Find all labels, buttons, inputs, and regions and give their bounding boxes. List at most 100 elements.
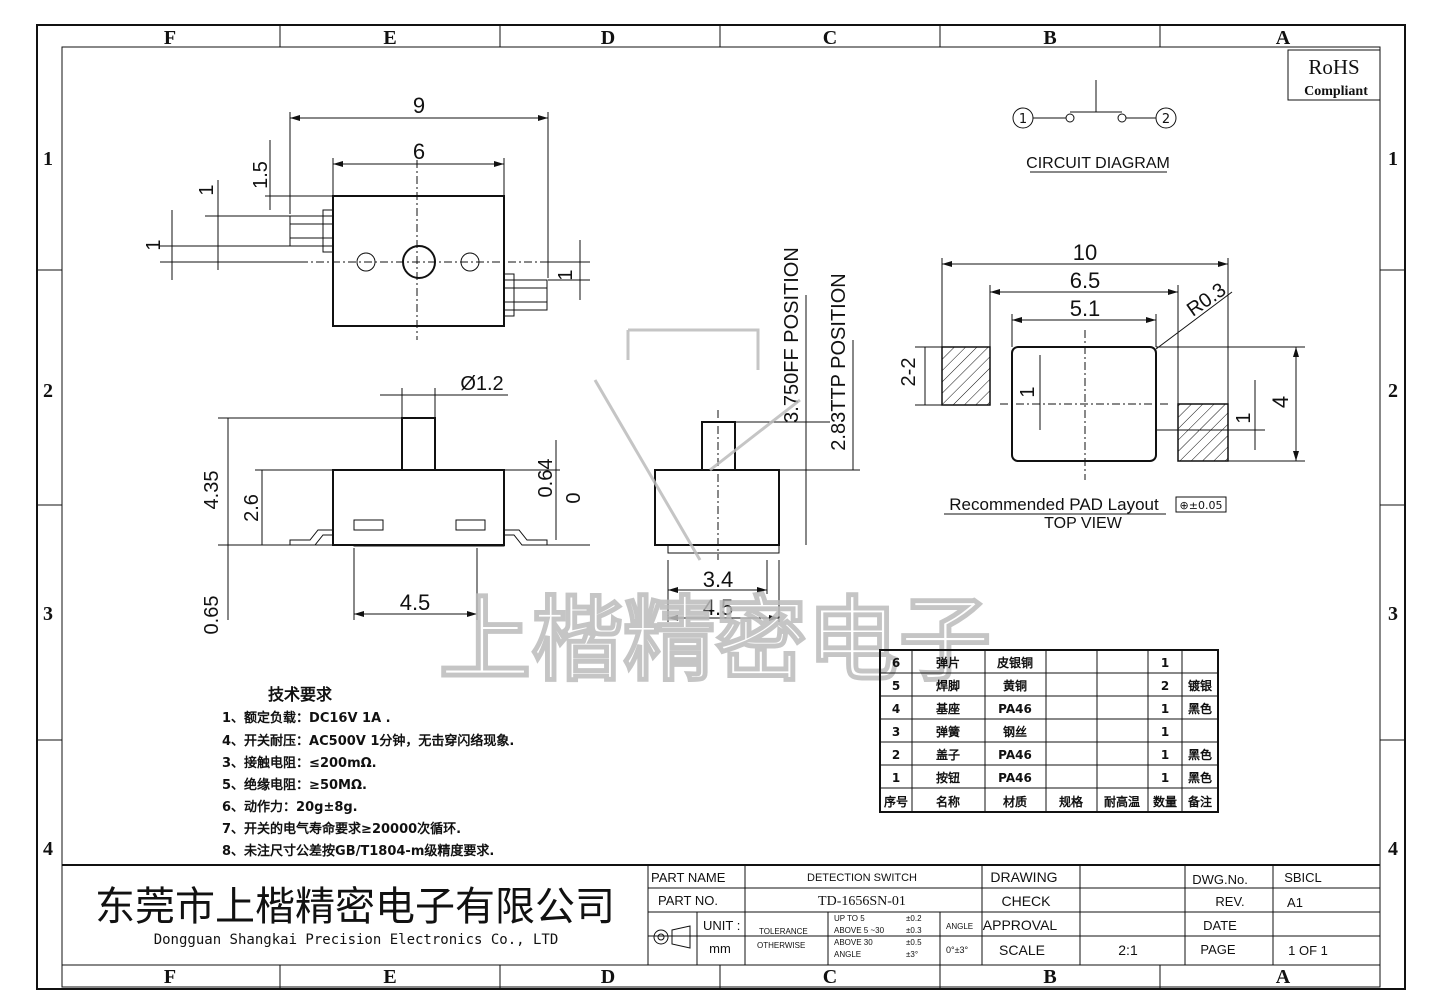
bom-cell: 1 — [1161, 748, 1169, 762]
bom-cell: 5 — [892, 679, 900, 693]
bom-cell: 焊脚 — [936, 678, 960, 693]
part-name-value: DETECTION SWITCH — [807, 872, 917, 884]
row-label-right: 3 — [1388, 603, 1398, 625]
scale-value: 2:1 — [1118, 942, 1138, 958]
bom-cell: 3 — [892, 725, 900, 739]
circuit-diagram: 1 2 CIRCUIT DIAGRAM — [1012, 80, 1177, 173]
rohs-title: RoHS — [1308, 55, 1359, 79]
dim-ttp-position: 2.83TTP POSITION — [828, 273, 850, 450]
unit-value: mm — [709, 941, 731, 956]
dim-pad-4: 4 — [1268, 396, 1293, 408]
bom-cell: 黑色 — [1188, 770, 1212, 785]
requirement-item: 4、开关耐压：AC500V 1分钟，无击穿闪络现象. — [222, 733, 514, 749]
bom-cell: 基座 — [935, 701, 960, 716]
bom-header-cell: 序号 — [884, 794, 908, 809]
dim-1c: 1 — [555, 269, 577, 280]
tol-range: ABOVE 5 ~30 — [834, 926, 885, 935]
requirement-item: 5、绝缘电阻：≥50MΩ. — [222, 777, 367, 793]
front-view: Ø1.2 4.35 2.6 0.64 0 0.65 4.5 — [201, 373, 590, 634]
side-view: 3.750FF POSITION 2.83TTP POSITION 3.4 4.… — [654, 247, 860, 622]
requirement-item: 8、未注尺寸公差按GB/T1804-m级精度要求. — [222, 843, 494, 859]
bom-cell: 1 — [1161, 702, 1169, 716]
row-label-left: 1 — [43, 148, 53, 170]
col-label-top: A — [1276, 27, 1291, 49]
dim-pad-5.1: 5.1 — [1070, 296, 1101, 321]
part-name-label: PART NAME — [651, 870, 726, 885]
dim-4.35: 4.35 — [201, 471, 223, 510]
rev-label: REV. — [1215, 894, 1244, 909]
watermark-text: 上楷精密电子 — [439, 587, 991, 694]
dim-1a: 1 — [196, 184, 218, 195]
requirement-item: 6、动作力：20g±8g. — [222, 799, 358, 815]
bom-table — [879, 649, 1219, 813]
company-name-cn: 东莞市上楷精密电子有限公司 — [95, 884, 615, 929]
date-label: DATE — [1203, 918, 1237, 933]
rohs-subtitle: Compliant — [1304, 84, 1368, 99]
part-no-value: TD-1656SN-01 — [818, 894, 906, 909]
technical-requirements: 技术要求 1、额定负载：DC16V 1A . 4、开关耐压：AC500V 1分钟… — [222, 685, 514, 859]
bom-cell: 镀银 — [1188, 678, 1213, 693]
dim-0.64: 0.64 — [535, 459, 557, 498]
row-label-right: 2 — [1388, 380, 1398, 402]
dim-4.5-front: 4.5 — [400, 590, 431, 615]
bom-cell: 1 — [892, 771, 900, 785]
dim-pad-r0.3: R0.3 — [1183, 279, 1230, 321]
row-label-left: 3 — [43, 603, 53, 625]
dim-off-position: 3.750FF POSITION — [781, 247, 803, 423]
col-label-bottom: E — [383, 966, 396, 988]
circuit-title: CIRCUIT DIAGRAM — [1026, 155, 1170, 172]
tol-value: ±0.5 — [906, 938, 922, 947]
dim-pad-1b: 1 — [1233, 412, 1255, 423]
bom-header-cell: 耐高温 — [1104, 794, 1140, 809]
col-label-top: F — [164, 27, 176, 49]
row-label-right: 1 — [1388, 148, 1398, 170]
outer-border — [36, 24, 1406, 990]
pin-1-label: 1 — [1019, 112, 1027, 127]
rohs-badge: RoHS Compliant — [1287, 49, 1381, 101]
bom-cell: 弹片 — [936, 655, 960, 670]
top-view: 9 6 1.5 1 1 1 — [143, 93, 590, 340]
projection-symbol-icon — [653, 925, 691, 949]
dim-4.5-side: 4.5 — [703, 595, 734, 620]
column-grid — [37, 25, 1405, 989]
angle-label: ANGLE — [946, 922, 973, 931]
bom-header-cell: 材质 — [1002, 794, 1027, 809]
bom-cell: 盖子 — [936, 747, 960, 762]
row-label-left: 2 — [43, 380, 53, 402]
col-label-bottom: C — [823, 966, 837, 988]
tol-value: ±0.3 — [906, 926, 922, 935]
pin-2-label: 2 — [1162, 112, 1170, 127]
bom-cell: 黑色 — [1188, 747, 1212, 762]
col-label-bottom: A — [1276, 966, 1291, 988]
approval-label: APPROVAL — [983, 917, 1058, 933]
dim-3.4: 3.4 — [703, 567, 734, 592]
dim-2.6: 2.6 — [241, 494, 263, 522]
row-label-left: 4 — [43, 838, 53, 860]
bom-header-cell: 备注 — [1187, 794, 1212, 809]
bom-cell: 4 — [892, 702, 900, 716]
bom-cell: 黑色 — [1188, 701, 1212, 716]
requirement-item: 3、接触电阻：≤200mΩ. — [222, 755, 377, 771]
pad-tolerance: ⊕±0.05 — [1180, 499, 1223, 512]
col-label-top: B — [1043, 27, 1056, 49]
bom-cell: 黄铜 — [1003, 678, 1027, 693]
bom-header-cell: 数量 — [1153, 794, 1177, 809]
dim-1.5: 1.5 — [250, 161, 272, 189]
watermark: 上楷精密电子 — [438, 328, 992, 695]
tol-range: ABOVE 30 — [834, 938, 873, 947]
page-value: 1 OF 1 — [1288, 943, 1328, 958]
dim-1b: 1 — [143, 239, 165, 250]
dwg-no-value: SBICL — [1284, 870, 1322, 885]
col-label-top: E — [383, 27, 396, 49]
col-label-top: C — [823, 27, 837, 49]
dim-pad-6.5: 6.5 — [1070, 268, 1101, 293]
bom-cell: PA46 — [998, 748, 1032, 762]
pad-layout: 10 6.5 5.1 R0.3 2-2 1 1 4 Recommended PA… — [898, 240, 1305, 532]
pad-subtitle: TOP VIEW — [1044, 515, 1123, 532]
dim-0.65: 0.65 — [201, 596, 223, 635]
requirements-title: 技术要求 — [268, 685, 333, 704]
bom-cell: 钢丝 — [1003, 724, 1027, 739]
bom-header-cell: 名称 — [936, 794, 960, 809]
bom-cell: 1 — [1161, 725, 1169, 739]
row-label-right: 4 — [1388, 838, 1398, 860]
